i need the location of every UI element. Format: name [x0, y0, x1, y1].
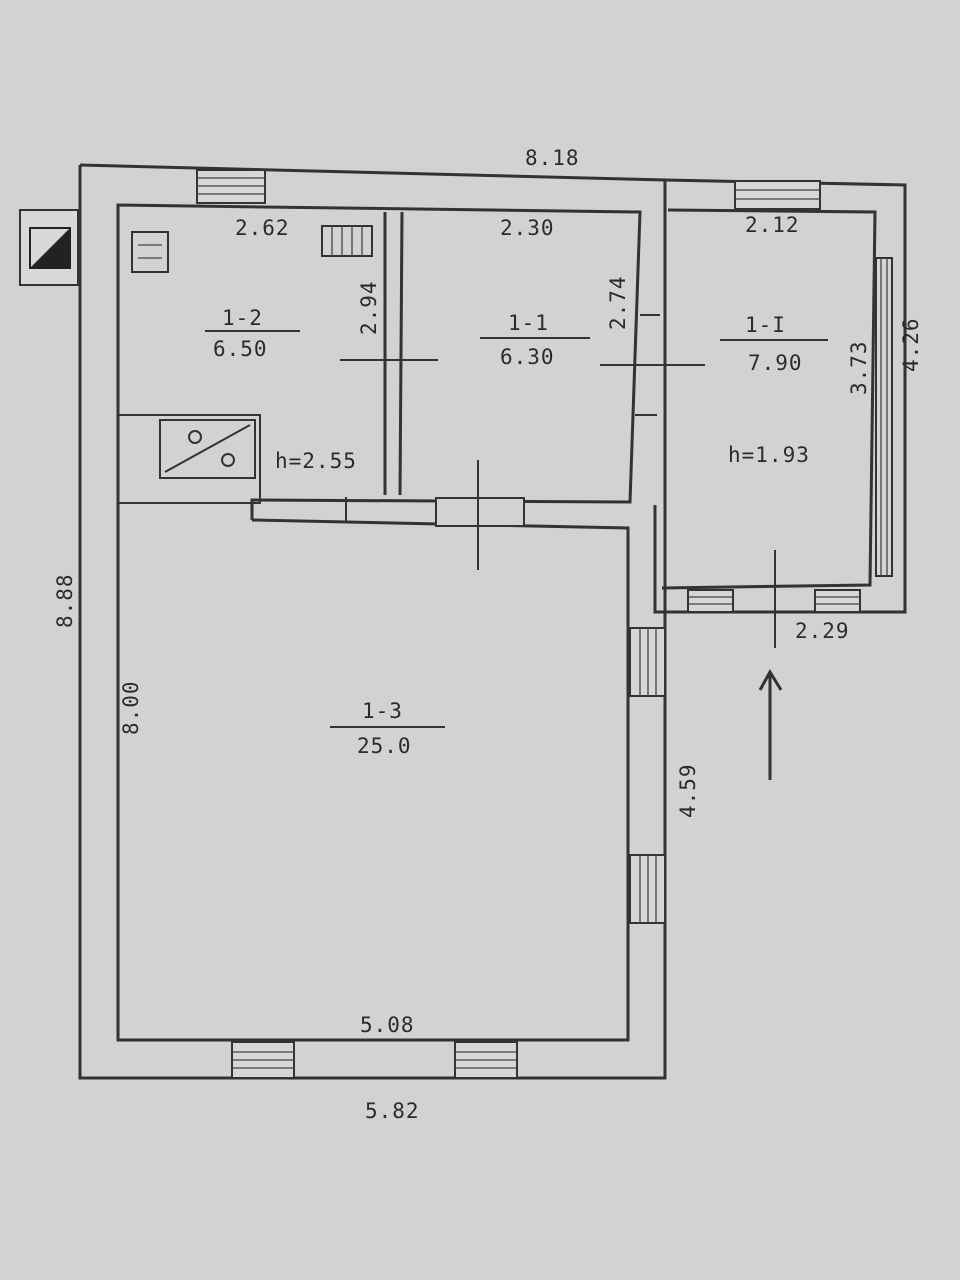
dim-left-inner: 8.00 [119, 680, 143, 735]
dimension-labels: 8.18 2.62 2.30 2.12 2.29 5.08 5.82 8.88 … [53, 146, 923, 1123]
dim-partition-height: 2.94 [357, 280, 381, 335]
window-annex-bottom-left [687, 589, 734, 613]
window-annex-top [734, 180, 821, 210]
room-1-1-label: 1-1 6.30 [480, 311, 590, 369]
window-right-upper [629, 627, 666, 697]
room-1-2-label: 1-2 6.50 [205, 306, 300, 361]
ceiling-heights: h=2.55 h=1.93 [275, 443, 810, 473]
annex-outer-wall [653, 178, 907, 614]
dim-top-total: 8.18 [525, 146, 580, 170]
dim-room-1-1-height: 2.74 [606, 275, 630, 330]
room-1-3-area: 25.0 [357, 734, 412, 758]
room-1-3-id: 1-3 [362, 699, 403, 723]
height-main: h=2.55 [275, 449, 357, 473]
dim-room-1-2-width: 2.62 [235, 216, 290, 240]
dim-right-lower: 4.59 [676, 763, 700, 818]
stove-icon [117, 414, 261, 504]
dim-room-1-1-width: 2.30 [500, 216, 555, 240]
window-top [196, 169, 266, 204]
window-bottom-right [454, 1041, 518, 1079]
upper-rooms-inner-wall [116, 203, 642, 520]
dim-right-outer-height: 4.26 [899, 317, 923, 372]
window-right-lower [629, 854, 666, 924]
dim-bottom-inner: 5.08 [360, 1013, 415, 1037]
dim-bottom-outer: 5.82 [365, 1099, 420, 1123]
main-outer-wall [78, 163, 667, 1080]
partition-wall-b [398, 211, 404, 496]
doors [340, 359, 776, 648]
room-1-2-area: 6.50 [213, 337, 268, 361]
radiator-icon [321, 225, 373, 257]
room-1-3-inner-wall [116, 510, 630, 1042]
dim-room-1-i-bottom: 2.29 [795, 619, 850, 643]
room-1-1-id: 1-1 [508, 311, 549, 335]
room-1-i-label: 1-I 7.90 [720, 313, 828, 375]
dim-right-inner-height: 3.73 [847, 340, 871, 395]
room-1-3-label: 1-3 25.0 [330, 699, 445, 758]
room-1-1-area: 6.30 [500, 345, 555, 369]
dim-room-1-i-width: 2.12 [745, 213, 800, 237]
room-1-i-id: 1-I [745, 313, 786, 337]
annex-walls [635, 178, 907, 614]
entrance-arrow-icon [758, 669, 783, 780]
dim-left-total: 8.88 [53, 573, 77, 628]
height-annex: h=1.93 [728, 443, 810, 467]
window-annex-bottom-right [814, 589, 861, 613]
window-bottom-left [231, 1041, 295, 1079]
chimney-icon [19, 209, 79, 286]
room-1-i-area: 7.90 [748, 351, 803, 375]
windows [196, 169, 893, 1079]
room-1-2-id: 1-2 [222, 306, 263, 330]
window-annex-right [875, 257, 893, 577]
heater-icon [131, 231, 169, 273]
door-1-1-to-1-3 [435, 497, 525, 527]
room-labels: 1-2 6.50 1-1 6.30 1-I 7.90 1-3 25.0 [205, 306, 828, 758]
annex-inner-wall [661, 208, 877, 590]
fixtures [19, 209, 783, 780]
